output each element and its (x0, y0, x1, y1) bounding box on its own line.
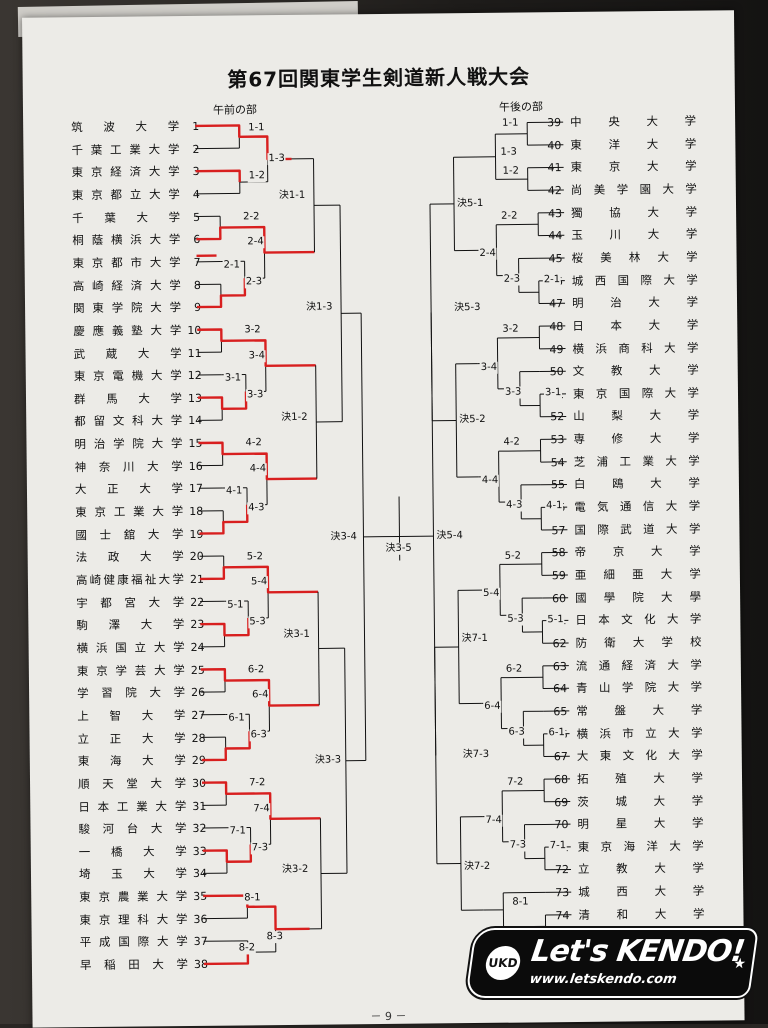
match-label: 2-1 (223, 259, 241, 271)
match-label: 1-3 (499, 147, 517, 159)
match-label: 8-3 (266, 931, 284, 943)
match-label: 7-2 (506, 777, 524, 789)
match-label: 5-2 (504, 550, 522, 562)
match-label: 2-4 (246, 237, 264, 249)
match-label: 4-1 (545, 500, 563, 512)
match-label: 5-2 (246, 551, 264, 563)
match-label: 3-3 (246, 389, 264, 401)
match-label: 3-3 (504, 387, 522, 399)
match-label: 5-1 (226, 599, 244, 611)
match-label: 7-4 (252, 803, 270, 815)
match-label: 決1-3 (305, 301, 333, 313)
match-label: 2-3 (245, 276, 263, 288)
match-label: 4-2 (502, 437, 520, 449)
match-label: 2-4 (478, 248, 496, 260)
match-label: 決3-4 (329, 531, 357, 543)
match-label: 5-4 (250, 576, 268, 588)
match-label: 4-4 (481, 475, 499, 487)
logo-url: www.letskendo.com (529, 972, 678, 987)
match-label: 5-1 (546, 614, 564, 626)
match-label: 1-1 (501, 118, 519, 130)
match-label: 6-1 (547, 727, 565, 739)
bracket-sheet: 第67回関東学生剣道新人戦大会 午前の部 午後の部 筑波大学1千葉工業大学2東京… (22, 10, 745, 1027)
match-label: 決5-2 (458, 414, 486, 426)
match-label: 6-2 (247, 664, 265, 676)
match-label: 3-2 (501, 324, 519, 336)
match-label: 2-1 (543, 274, 561, 286)
match-label: 4-1 (225, 486, 243, 498)
match-label: 決7-3 (462, 749, 490, 761)
match-label: 8-1 (243, 893, 261, 905)
match-label: 7-1 (228, 826, 246, 838)
match-label: 1-2 (248, 170, 266, 182)
bracket-lines (22, 10, 745, 1027)
match-label: 5-3 (248, 616, 266, 628)
logo-text: Let's KENDO! (529, 934, 746, 969)
match-label: 3-2 (243, 324, 261, 336)
match-label: 決1-1 (278, 189, 306, 201)
match-label: 2-2 (500, 210, 518, 222)
match-label: 2-3 (503, 273, 521, 285)
match-label: 6-2 (505, 663, 523, 675)
match-label: 5-3 (506, 613, 524, 625)
match-label: 6-4 (483, 701, 501, 713)
star-icon: ★ (732, 956, 747, 972)
winner-highlight (196, 171, 240, 183)
match-label: 決3-3 (314, 755, 342, 767)
match-label: 決5-4 (435, 530, 463, 542)
match-label: 3-1 (544, 387, 562, 399)
match-label: 3-1 (224, 373, 242, 385)
match-label: 7-2 (248, 777, 266, 789)
match-label: 7-3 (509, 840, 527, 852)
match-label: 6-3 (249, 729, 267, 741)
match-label: 決7-1 (460, 633, 488, 645)
match-label: 6-3 (507, 726, 525, 738)
match-label: 7-1 (549, 840, 567, 852)
match-label: 3-4 (480, 361, 498, 373)
match-label: 決3-2 (281, 864, 309, 876)
match-label: 8-1 (511, 897, 529, 909)
match-label: 1-2 (502, 165, 520, 177)
match-label: 7-4 (484, 814, 502, 826)
match-label: 決7-2 (463, 861, 491, 873)
match-label: 7-3 (251, 842, 269, 854)
match-label: 2-2 (242, 211, 260, 223)
match-label: 決5-1 (456, 198, 484, 210)
winner-highlight (198, 392, 246, 409)
winner-highlight (200, 618, 248, 635)
match-label: 決3-5 (380, 542, 418, 554)
match-label: 4-4 (249, 463, 267, 475)
match-label: 6-4 (251, 690, 269, 702)
match-label: 4-3 (247, 503, 265, 515)
winner-highlight (203, 845, 251, 862)
match-label: 5-4 (482, 588, 500, 600)
match-label: 4-3 (505, 500, 523, 512)
match-label: 決3-1 (282, 629, 310, 641)
match-label: 決1-2 (280, 412, 308, 424)
logo-badge: UKD (484, 946, 523, 980)
match-label: 1-1 (247, 122, 265, 134)
match-label: 決5-3 (453, 302, 481, 314)
match-label: 8-2 (238, 942, 256, 954)
match-label: 6-1 (227, 712, 245, 724)
match-label: 1-3 (267, 153, 285, 165)
match-label: 4-2 (244, 438, 262, 450)
lets-kendo-logo: UKD Let's KENDO! www.letskendo.com ★ (465, 928, 759, 998)
match-label: 3-4 (248, 350, 266, 362)
